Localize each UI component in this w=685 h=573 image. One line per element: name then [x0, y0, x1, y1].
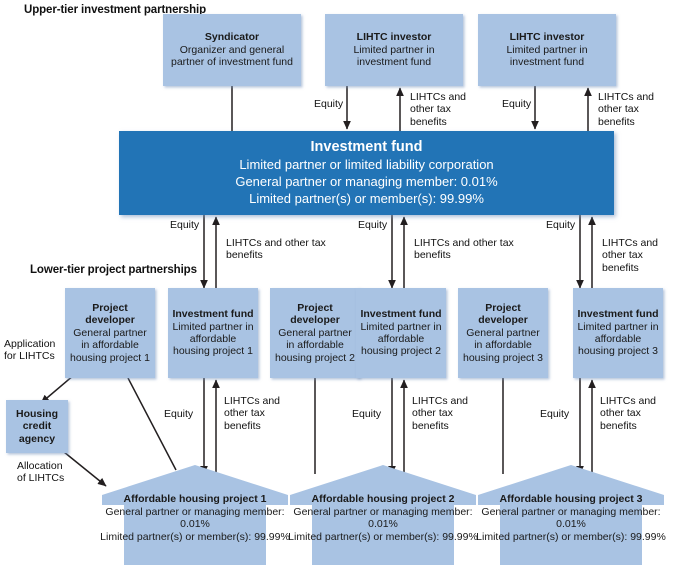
edge-label-equity-project-2: Equity — [352, 408, 382, 420]
edge-label-application-for-lihtcs: Application for LIHTCs — [4, 338, 56, 363]
house-shape-icon — [102, 465, 288, 565]
node-investment-fund-project-1-body: Limited partner in affordable housing pr… — [172, 320, 254, 358]
node-lihtc-investor-2[interactable]: LIHTC investor Limited partner in invest… — [478, 14, 616, 86]
edge-label-benefits-fund-1: LIHTCs and other tax benefits — [226, 237, 326, 262]
node-investment-fund-line2: General partner or managing member: 0.01… — [235, 174, 498, 189]
node-affordable-housing-project-3-line2: Limited partner(s) or member(s): 99.99% — [476, 530, 666, 543]
node-lihtc-investor-2-title: LIHTC investor — [509, 31, 585, 44]
node-lihtc-investor-1-title: LIHTC investor — [356, 31, 432, 44]
node-housing-credit-agency[interactable]: Housing credit agency — [6, 400, 68, 453]
node-investment-fund-title: Investment fund — [310, 139, 423, 155]
edge-label-equity-investor-2: Equity — [502, 98, 532, 110]
edge-label-benefits-project-2: LIHTCs and other tax benefits — [412, 395, 469, 432]
edge-label-benefits-project-3: LIHTCs and other tax benefits — [600, 395, 657, 432]
house-shape-icon — [478, 465, 664, 565]
edge-label-equity-fund-1: Equity — [170, 219, 200, 231]
house-shape-icon — [290, 465, 476, 565]
node-investment-fund-project-2[interactable]: Investment fund Limited partner in affor… — [356, 288, 446, 378]
node-affordable-housing-project-1-title: Affordable housing project 1 — [123, 493, 267, 505]
node-project-developer-2-body: General partner in affordable housing pr… — [275, 326, 355, 364]
node-affordable-housing-project-1-line2: Limited partner(s) or member(s): 99.99% — [100, 530, 290, 543]
node-syndicator[interactable]: Syndicator Organizer and general partner… — [163, 14, 301, 86]
node-affordable-housing-project-2-line1: General partner or managing member: 0.01… — [293, 505, 473, 531]
node-investment-fund-project-2-title: Investment fund — [360, 308, 442, 321]
node-lihtc-investor-1[interactable]: LIHTC investor Limited partner in invest… — [325, 14, 463, 86]
node-affordable-housing-project-3-line1: General partner or managing member: 0.01… — [481, 505, 661, 531]
node-project-developer-3-title: Project developer — [478, 301, 528, 327]
node-affordable-housing-project-1-line1: General partner or managing member: 0.01… — [105, 505, 285, 531]
node-project-developer-2-title: Project developer — [290, 301, 340, 327]
node-affordable-housing-project-2-title: Affordable housing project 2 — [311, 493, 455, 505]
node-investment-fund-project-3-body: Limited partner in affordable housing pr… — [577, 320, 659, 358]
upper-tier-label: Upper-tier investment partnership — [24, 4, 207, 16]
node-investment-fund-project-3-title: Investment fund — [577, 308, 659, 321]
edge-label-benefits-project-1: LIHTCs and other tax benefits — [224, 395, 281, 432]
edge-label-benefits-fund-2: LIHTCs and other tax benefits — [414, 237, 514, 262]
edge-label-equity-fund-3: Equity — [546, 219, 576, 231]
node-project-developer-1-title: Project developer — [85, 301, 135, 327]
node-project-developer-2[interactable]: Project developer General partner in aff… — [270, 288, 360, 378]
edge-label-equity-fund-2: Equity — [358, 219, 388, 231]
node-investment-fund[interactable]: Investment fund Limited partner or limit… — [119, 131, 614, 215]
node-investment-fund-project-3[interactable]: Investment fund Limited partner in affor… — [573, 288, 663, 378]
node-investment-fund-project-1-title: Investment fund — [172, 308, 254, 321]
node-affordable-housing-project-1[interactable]: Affordable housing project 1 General par… — [100, 463, 290, 569]
node-project-developer-1-body: General partner in affordable housing pr… — [70, 326, 150, 364]
node-investment-fund-project-2-body: Limited partner in affordable housing pr… — [360, 320, 442, 358]
node-investment-fund-line3: Limited partner(s) or member(s): 99.99% — [249, 191, 484, 206]
node-lihtc-investor-1-body: Limited partner in investment fund — [353, 43, 435, 69]
node-investment-fund-project-1[interactable]: Investment fund Limited partner in affor… — [168, 288, 258, 378]
lower-tier-label: Lower-tier project partnerships — [30, 264, 197, 276]
edge-label-equity-investor-1: Equity — [314, 98, 344, 110]
node-housing-credit-agency-title: Housing credit agency — [16, 407, 58, 445]
node-affordable-housing-project-2-line2: Limited partner(s) or member(s): 99.99% — [288, 530, 478, 543]
node-lihtc-investor-2-body: Limited partner in investment fund — [506, 43, 588, 69]
node-project-developer-3-body: General partner in affordable housing pr… — [463, 326, 543, 364]
edge-label-equity-project-3: Equity — [540, 408, 570, 420]
node-affordable-housing-project-2[interactable]: Affordable housing project 2 General par… — [288, 463, 478, 569]
node-affordable-housing-project-3[interactable]: Affordable housing project 3 General par… — [476, 463, 666, 569]
edge-label-benefits-investor-2: LIHTCs and other tax benefits — [598, 91, 655, 128]
edge-label-benefits-fund-3: LIHTCs and other tax benefits — [602, 237, 659, 274]
node-project-developer-3[interactable]: Project developer General partner in aff… — [458, 288, 548, 378]
node-affordable-housing-project-3-title: Affordable housing project 3 — [499, 493, 643, 505]
node-syndicator-title: Syndicator — [204, 31, 260, 44]
edge-label-equity-project-1: Equity — [164, 408, 194, 420]
edge-label-benefits-investor-1: LIHTCs and other tax benefits — [410, 91, 467, 128]
node-project-developer-1[interactable]: Project developer General partner in aff… — [65, 288, 155, 378]
node-syndicator-body: Organizer and general partner of investm… — [171, 43, 293, 69]
node-investment-fund-line1: Limited partner or limited liability cor… — [239, 157, 494, 172]
edge-label-allocation-of-lihtcs: Allocation of LIHTCs — [17, 460, 65, 485]
